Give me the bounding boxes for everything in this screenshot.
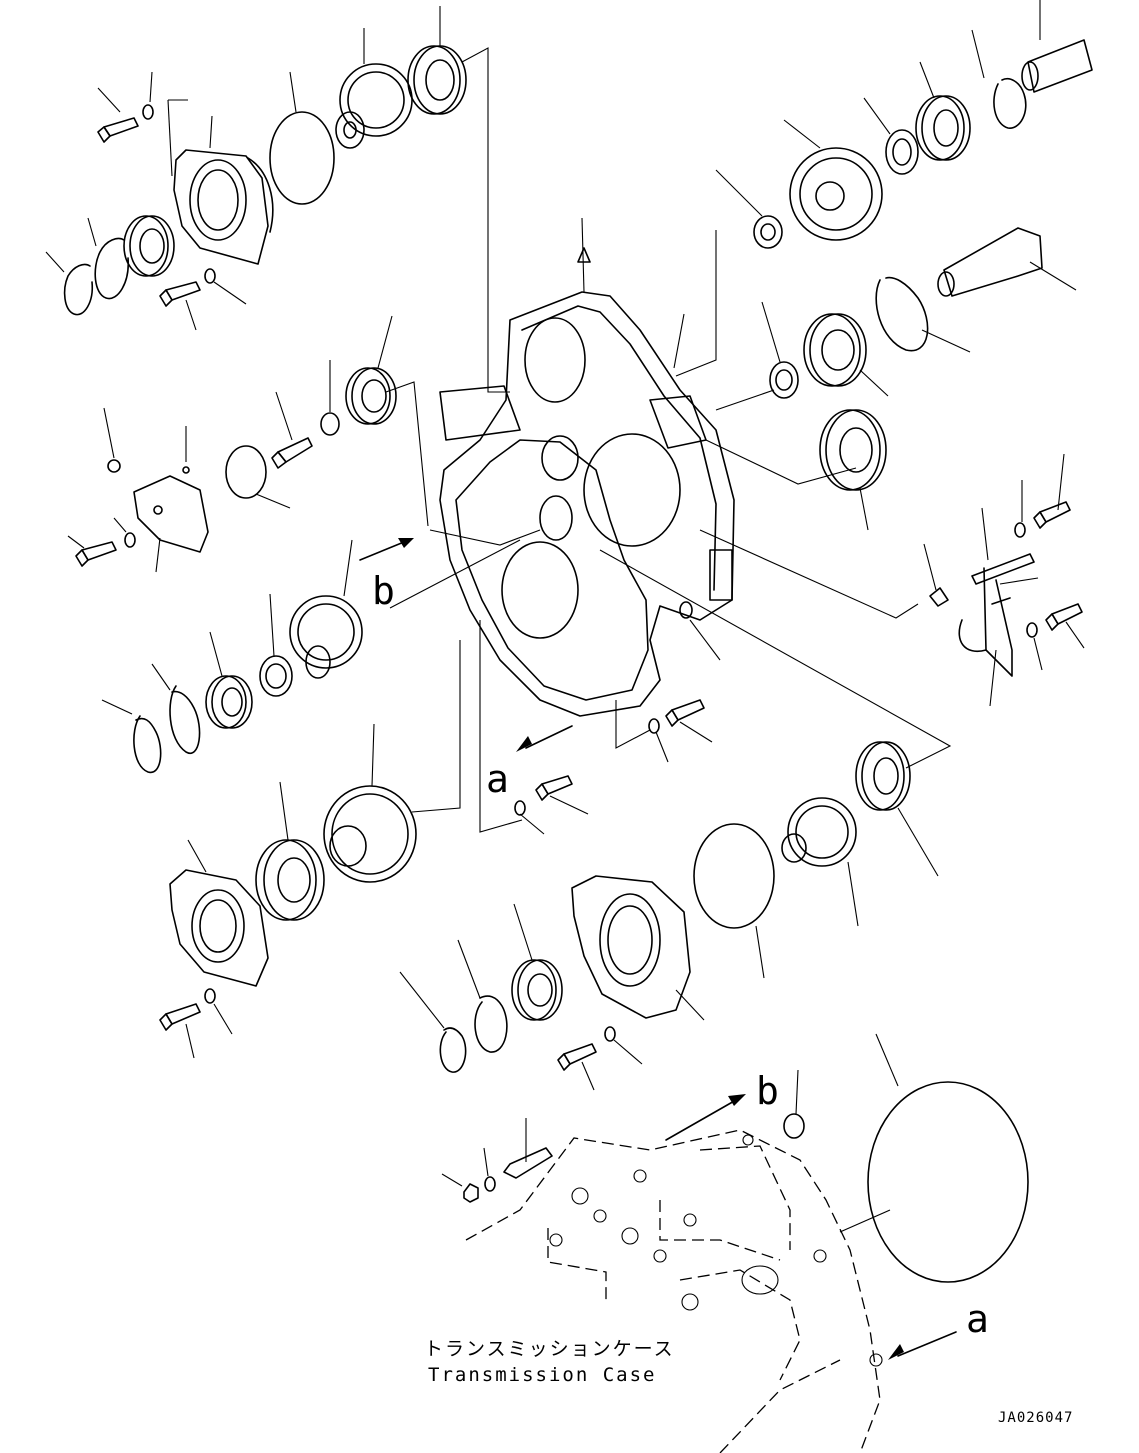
bolt-lower-center-3 [557, 1043, 597, 1091]
stud-bolt-bottom [503, 1118, 553, 1179]
washer-bottom [483, 1147, 496, 1192]
bearing-lower-right [855, 741, 939, 877]
washer-lower-center [514, 800, 545, 835]
bearing-right-mid [803, 313, 889, 397]
o-ring-left-mid [225, 445, 291, 509]
arrow-b-top [359, 538, 414, 561]
snap-ring-top-right [971, 29, 1027, 129]
collar-top-right [715, 169, 783, 249]
bearing-top-center [407, 6, 467, 115]
spacer-left-lower [259, 593, 293, 697]
arrow-b-bottom [665, 1094, 746, 1141]
leader-lines [385, 47, 952, 833]
output-shaft [937, 227, 1077, 297]
bearing-top-left [123, 215, 175, 277]
snap-ring-top-left-1 [87, 217, 129, 300]
snap-ring-left-lower-1 [151, 663, 201, 755]
reference-letter-b-top: b [372, 569, 395, 613]
bolt-lower-center [535, 775, 589, 815]
spacer-top-right [863, 97, 919, 175]
washer-left-mid [320, 360, 340, 436]
bolt-right-1 [1033, 453, 1071, 529]
washer-top-left-2 [204, 268, 247, 305]
bolt-lower-center-2 [665, 699, 713, 743]
arrow-a-right [888, 1331, 957, 1360]
bearing-left-lower [205, 631, 253, 729]
gear-lower-left [323, 723, 417, 883]
gear-left-lower [289, 539, 363, 679]
bolt-lower-left [159, 1003, 201, 1059]
o-ring-top [269, 71, 335, 205]
bearing-cage-lower-center [571, 875, 705, 1021]
bolt-top-left-2 [159, 281, 201, 331]
bearing-cage-lower-left [169, 839, 269, 987]
snap-ring-right-mid [875, 276, 971, 353]
drawing-code: JA026047 [998, 1410, 1074, 1426]
washer-right-2 [1026, 622, 1043, 671]
bearing-right-lower [819, 409, 887, 531]
bolt-left-mid-2 [67, 535, 117, 567]
washer-lower-left [204, 988, 233, 1035]
arrow-a-left [516, 725, 573, 752]
bearing-lower-left [255, 781, 325, 921]
bearing-cage-top-left [167, 99, 274, 265]
transmission-case [465, 1129, 891, 1453]
snap-ring-lower-center-1 [457, 939, 508, 1053]
o-ring-large-bottom [867, 1033, 1029, 1283]
gear-lower-right [781, 797, 859, 927]
snap-ring-lower-center-2 [399, 971, 467, 1073]
gear-top-left [335, 28, 413, 149]
bearing-top-right [915, 61, 971, 161]
bearing-lower-center [511, 903, 563, 1021]
bolt-left-mid [271, 391, 313, 469]
snap-ring-left-lower-2 [101, 699, 162, 773]
washer-top-left [142, 71, 154, 120]
snap-ring-top-left-2 [45, 251, 94, 316]
reference-letter-a-left: a [486, 757, 509, 801]
washer-lower-center-2 [648, 718, 669, 763]
washer-left-mid-2 [113, 517, 136, 548]
o-ring-small-bottom [783, 1069, 805, 1139]
spline-shaft-top-right [1021, 0, 1093, 93]
bolt-right-2 [1045, 603, 1085, 649]
gear-top-right [783, 119, 883, 241]
plug-left-mid [103, 407, 121, 473]
reference-letter-b-bottom: b [756, 1069, 779, 1113]
caption-english: Transmission Case [428, 1364, 657, 1386]
ball-left-mid [182, 426, 190, 474]
washer-right-1 [1014, 480, 1026, 538]
bearing-left-mid [345, 315, 397, 425]
linkage-right [958, 507, 1039, 707]
washer-lower-center-3 [604, 1026, 643, 1065]
center-housing [439, 217, 735, 717]
o-ring-lower-center [693, 823, 775, 979]
reference-letter-a-right: a [966, 1297, 989, 1341]
bolt-top-left [97, 87, 139, 143]
seal-right-mid [761, 301, 799, 399]
caption-japanese: トランスミッションケース [424, 1338, 675, 1360]
cover-plate-left [133, 475, 209, 573]
nut-bottom [441, 1173, 479, 1203]
fitting-right [923, 543, 949, 607]
